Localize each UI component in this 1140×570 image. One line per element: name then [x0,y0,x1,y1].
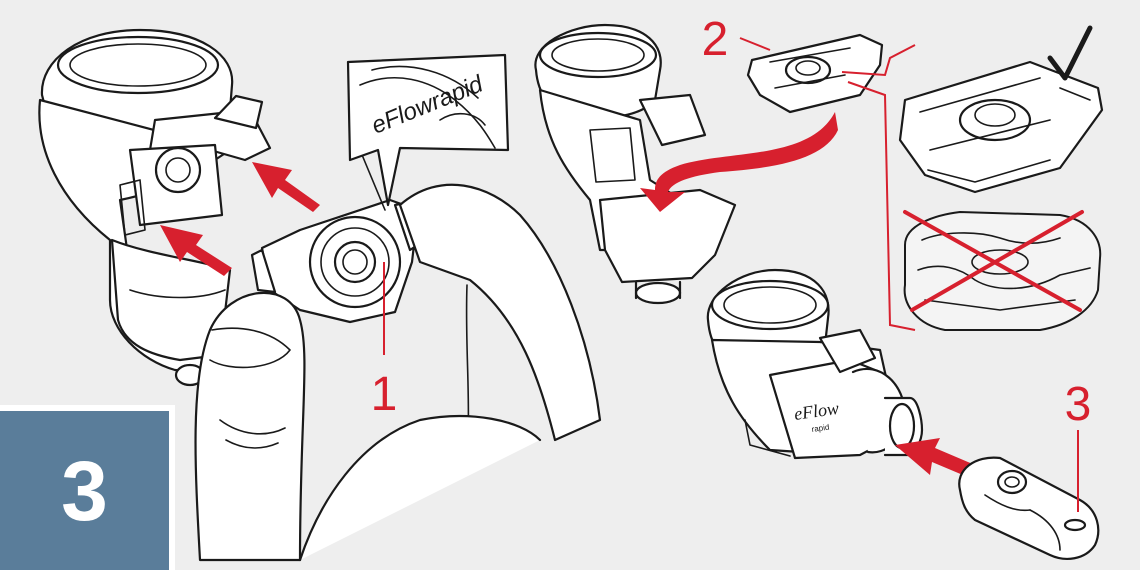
hand-illustration [194,183,602,562]
membrane-cap-incorrect [903,211,1102,331]
nebulizer-handset-small [534,23,737,305]
mouthpiece-part [958,456,1100,560]
step-number-badge: 3 [0,405,175,570]
callout-1: 1 [371,262,398,421]
membrane-cap-correct [898,60,1104,194]
attach-arrow [895,438,975,478]
callout-1-number: 1 [371,368,398,421]
insert-arrow-curved [640,112,838,212]
zoom-callout: eFlowrapid [346,53,510,211]
cross-icon [903,210,1084,312]
device-sub-label: rapid [811,423,830,434]
insert-arrow-upper [252,162,320,212]
callout-2-number: 2 [702,13,729,66]
nebulizer-assembled: eFlow rapid [706,268,924,460]
callout-3-number: 3 [1065,378,1092,431]
callout-3: 3 [1065,378,1092,512]
check-icon [1047,25,1093,81]
callout-2: 2 [702,13,771,66]
membrane-cap-part [746,33,884,114]
step-number: 3 [61,443,108,538]
comparison-bracket [841,44,916,331]
insert-arrow-lower [160,225,232,276]
